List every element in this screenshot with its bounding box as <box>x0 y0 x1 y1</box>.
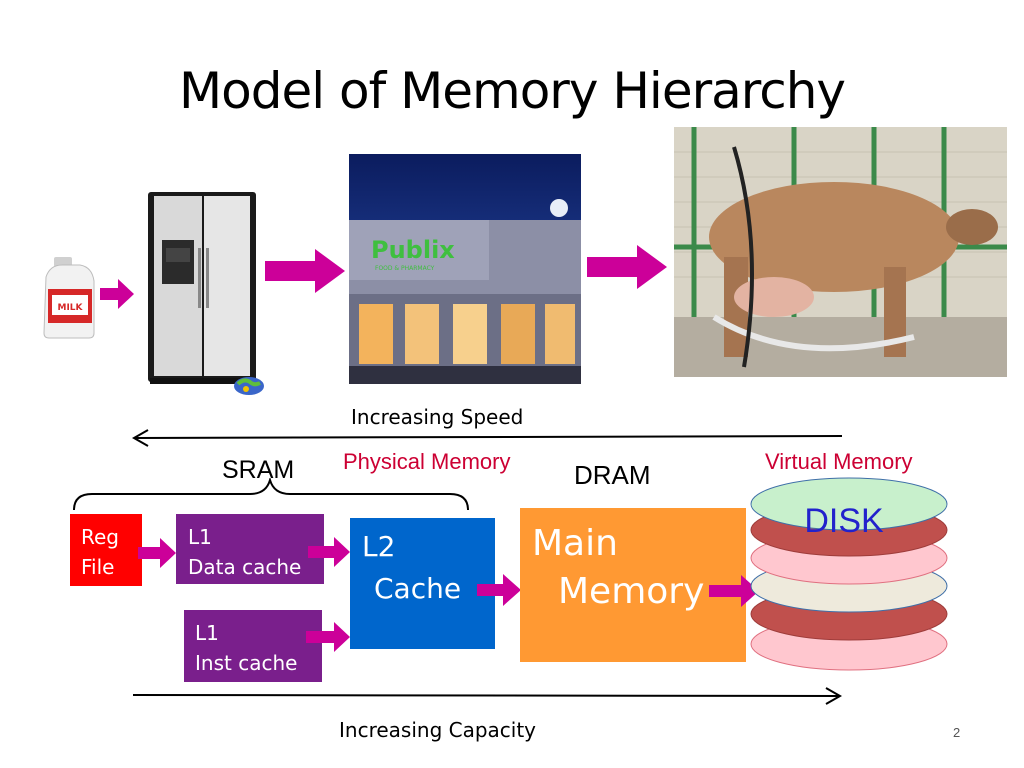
l1-inst-line1: L1 <box>195 621 219 645</box>
disk-stack: DISK <box>750 477 948 671</box>
speed-arrow <box>131 429 843 447</box>
dram-label: DRAM <box>574 460 651 490</box>
l1-data-line1: L1 <box>188 525 212 549</box>
l2-cache-box: L2 Cache <box>350 518 495 649</box>
main-memory-line1: Main <box>532 523 618 564</box>
sram-label: SRAM <box>222 456 295 484</box>
disk-label: DISK <box>804 502 884 540</box>
publix-store-image: Publix FOOD & PHARMACY <box>349 154 581 384</box>
slide-title: Model of Memory Hierarchy <box>178 62 846 120</box>
arrow-l1data-to-l2 <box>308 537 350 567</box>
l1-data-cache-box: L1 Data cache <box>176 514 324 584</box>
increasing-speed-label: Increasing Speed <box>351 405 524 429</box>
arrow-main-to-disk <box>709 575 759 607</box>
slide-number: 2 <box>953 725 961 740</box>
milk-jug-image: MILK <box>40 255 98 339</box>
capacity-arrow <box>132 687 843 705</box>
l1-data-line2: Data cache <box>188 555 302 579</box>
arrow-l2-to-main <box>477 574 521 606</box>
arrow-reg-to-l1 <box>138 538 176 568</box>
refrigerator-image <box>146 188 262 392</box>
globe-icon <box>232 374 266 396</box>
publix-sublabel: FOOD & PHARMACY <box>375 265 435 272</box>
main-memory-box: Main Memory <box>520 508 746 662</box>
physical-memory-label: Physical Memory <box>343 449 511 474</box>
reg-file-line2: File <box>81 555 115 579</box>
publix-sign: Publix <box>371 236 455 264</box>
l2-line1: L2 <box>362 530 396 563</box>
milk-label: MILK <box>57 303 83 313</box>
arrow-l1inst-to-l2 <box>306 622 350 652</box>
l2-line2: Cache <box>374 572 462 605</box>
arrow-store-to-cow <box>587 245 667 289</box>
virtual-memory-label: Virtual Memory <box>765 449 913 474</box>
sram-brace <box>73 478 469 511</box>
arrow-milk-to-fridge <box>100 279 134 309</box>
dairy-cow-image <box>674 127 1007 377</box>
arrow-fridge-to-store <box>265 249 345 293</box>
l1-inst-cache-box: L1 Inst cache <box>184 610 322 682</box>
l1-inst-line2: Inst cache <box>195 651 298 675</box>
register-file-box: Reg File <box>70 514 142 586</box>
main-memory-line2: Memory <box>558 571 705 612</box>
increasing-capacity-label: Increasing Capacity <box>339 718 537 742</box>
reg-file-line1: Reg <box>81 525 119 549</box>
